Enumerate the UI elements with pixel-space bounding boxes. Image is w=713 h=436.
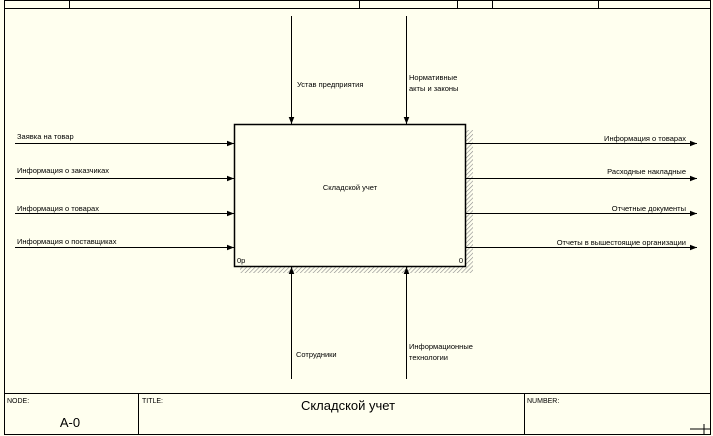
input-arrow-4: Информация о поставщиках (15, 237, 234, 251)
number-header: NUMBER: (527, 398, 559, 405)
activity-title: Складской учет (323, 183, 378, 192)
top-header-strip (4, 0, 711, 9)
control-label-2-line-1: Нормативные (409, 73, 457, 82)
output-label-4: Отчеты в вышестоящие организации (557, 238, 686, 247)
activity-rect (233, 123, 467, 268)
input-label-4: Информация о поставщиках (17, 237, 117, 246)
input-label-3: Информация о товарах (17, 204, 99, 213)
output-label-1: Информация о товарах (604, 134, 686, 143)
mechanism-label-2-line-1: Информационные (409, 342, 473, 351)
control-label-2-line-2: акты и законы (409, 84, 458, 93)
input-label-1: Заявка на товар (17, 132, 74, 141)
outer-frame (4, 0, 711, 435)
node-value: A-0 (60, 415, 80, 430)
output-arrow-4: Отчеты в вышестоящие организации (466, 238, 697, 251)
activity-box: Складской учет 0р 0 (233, 123, 473, 273)
control-arrow-2: Нормативные акты и законы (403, 16, 458, 124)
input-arrow-1: Заявка на товар (15, 132, 234, 147)
output-label-3: Отчетные документы (612, 204, 686, 213)
title-header: TITLE: (142, 398, 163, 405)
node-header: NODE: (7, 398, 29, 405)
output-arrow-1: Информация о товарах (466, 134, 697, 147)
title-block: NODE: A-0 TITLE: Складской учет NUMBER: (4, 393, 711, 435)
mechanism-label-1: Сотрудники (296, 350, 337, 359)
control-arrow-1: Устав предприятия (288, 16, 363, 124)
input-arrow-2: Информация о заказчиках (15, 166, 234, 182)
input-label-2: Информация о заказчиках (17, 166, 109, 175)
output-label-2: Расходные накладные (607, 167, 686, 176)
control-label-1: Устав предприятия (297, 80, 363, 89)
input-arrow-3: Информация о товарах (15, 204, 234, 217)
output-arrow-3: Отчетные документы (466, 204, 697, 217)
mechanism-label-2-line-2: технологии (409, 353, 448, 362)
title-value: Складской учет (301, 398, 395, 413)
mechanism-arrow-2: Информационные технологии (403, 267, 473, 379)
output-arrow-2: Расходные накладные (466, 167, 697, 182)
activity-number: 0 (459, 256, 463, 265)
mechanism-arrow-1: Сотрудники (288, 267, 337, 379)
activity-cost: 0р (237, 256, 245, 265)
